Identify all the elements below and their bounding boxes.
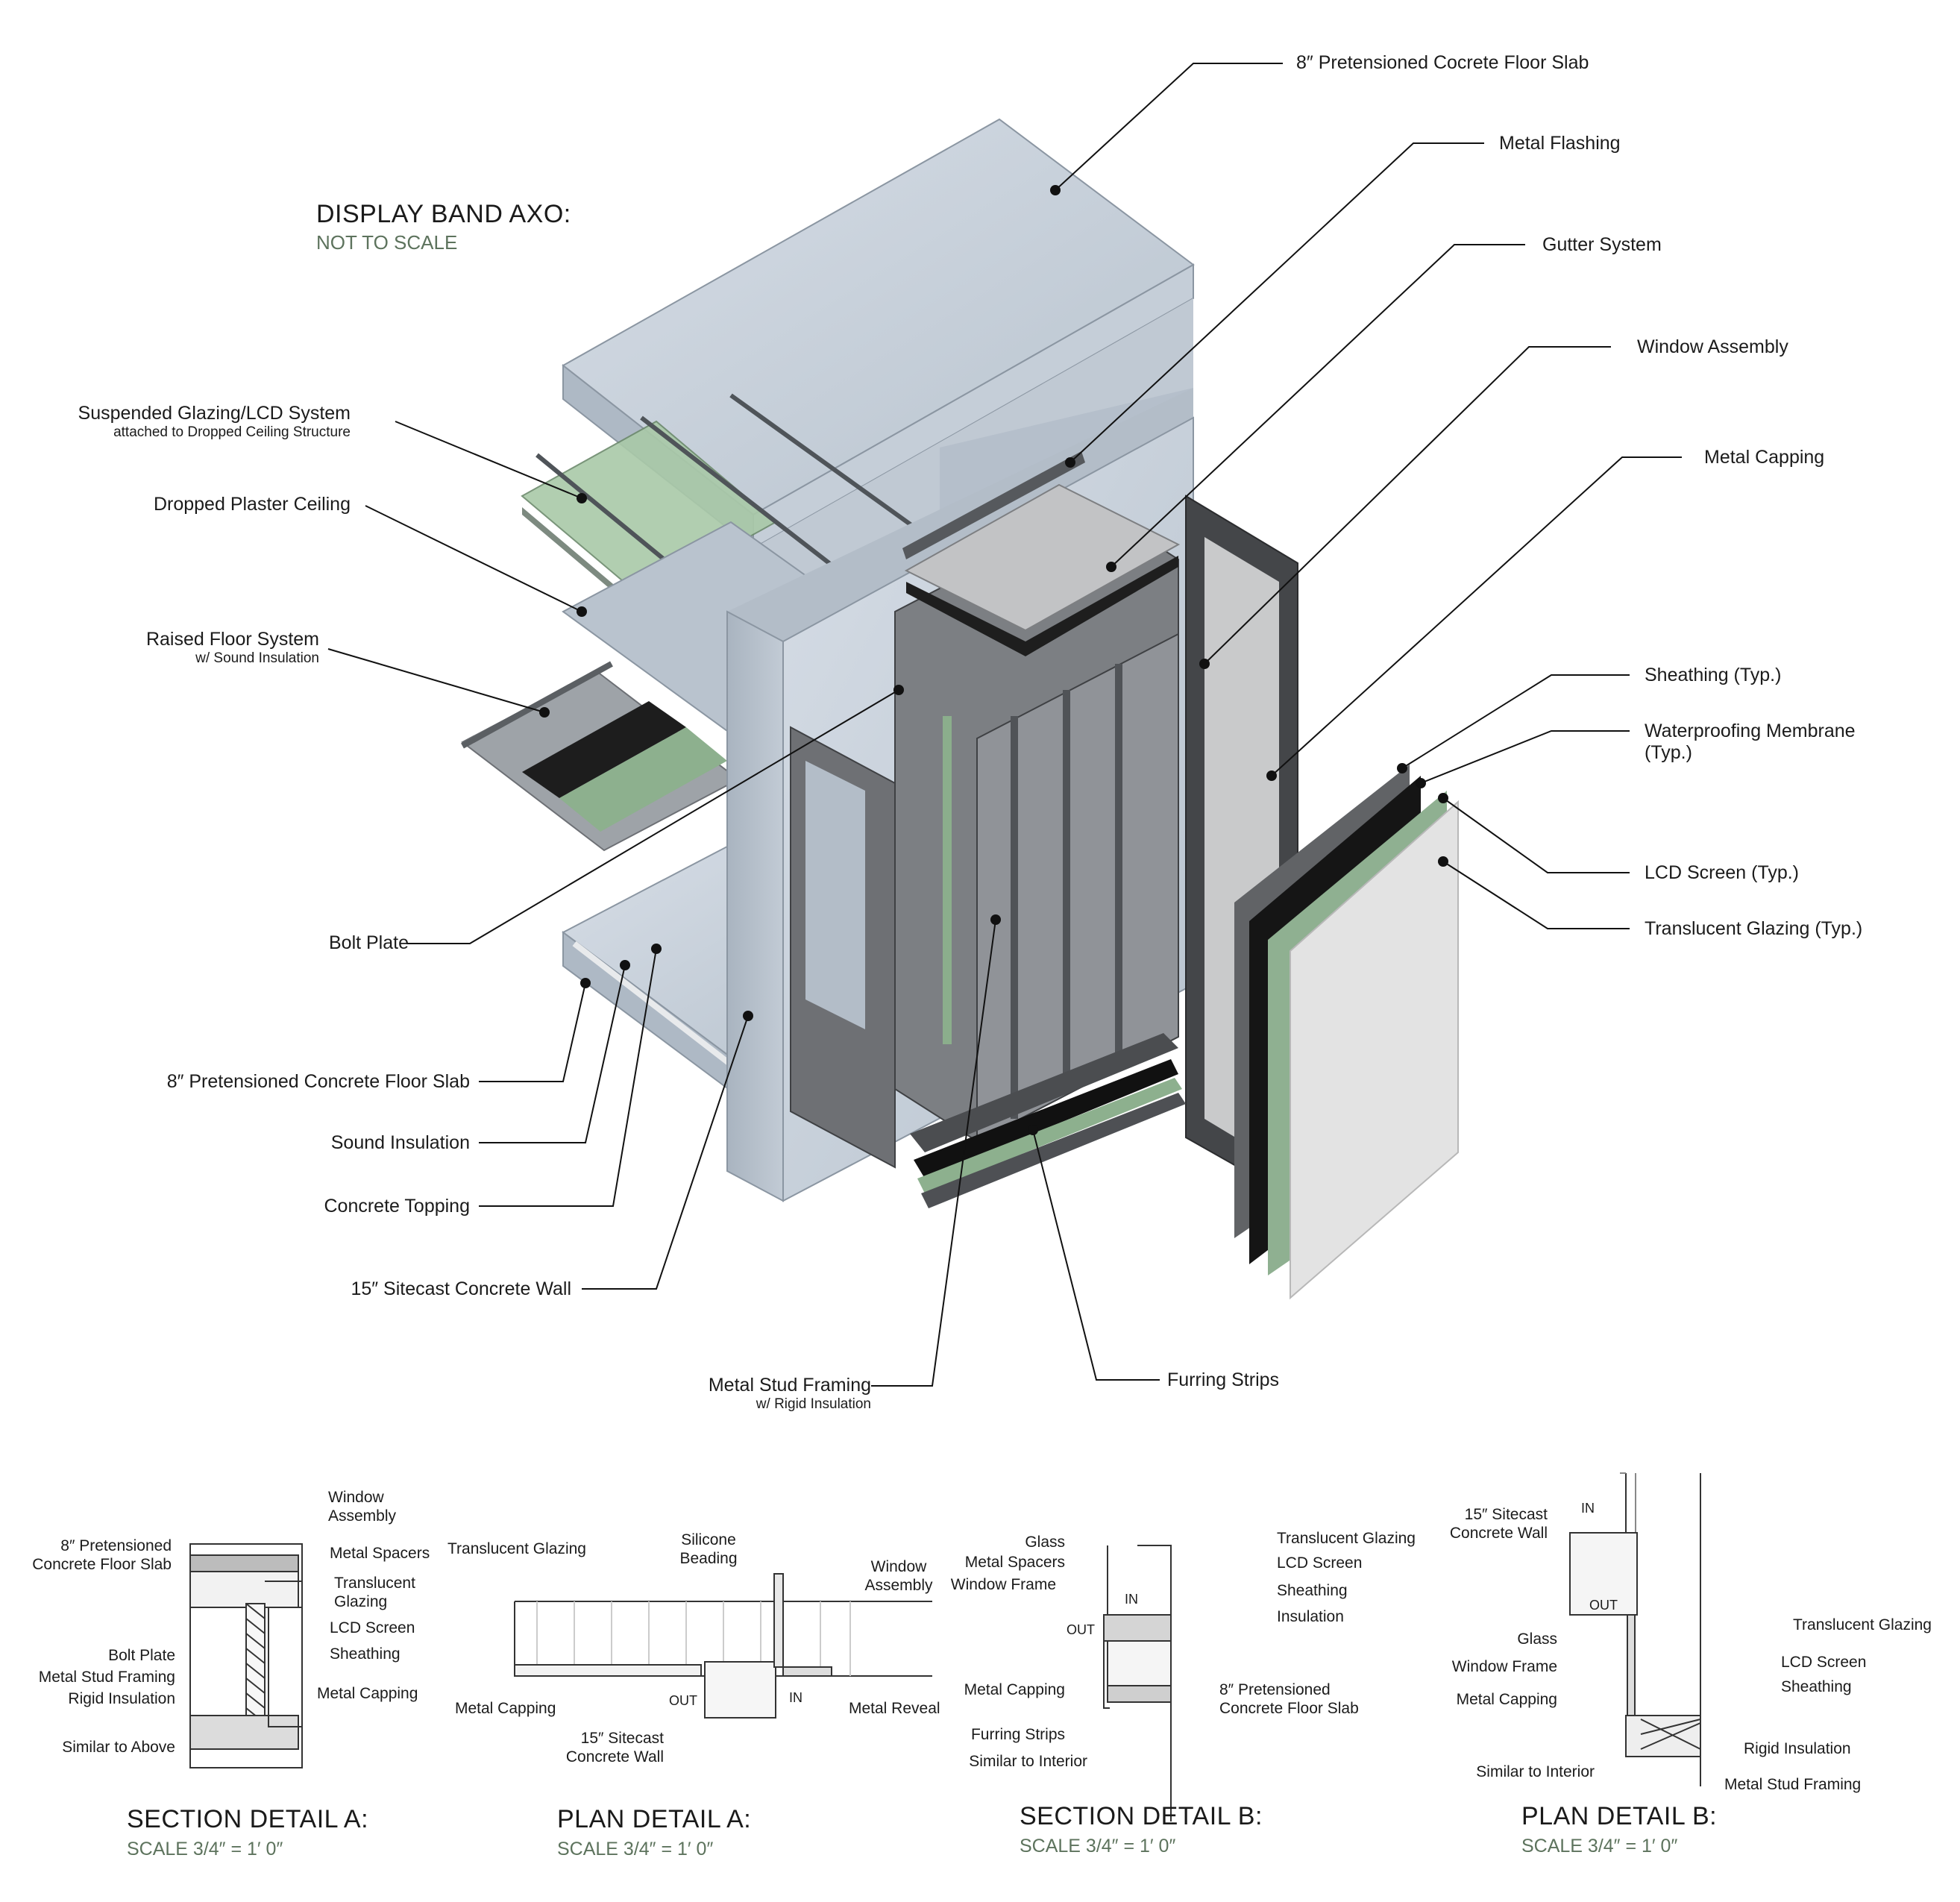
label-translucent-glazing: Translucent Glazing (Typ.)	[1645, 918, 1863, 939]
sdb-translucent-glazing: Translucent Glazing	[1277, 1530, 1416, 1547]
side-metal-capping	[790, 726, 896, 1169]
pdb-glass: Glass	[1517, 1630, 1557, 1648]
sda-scale: SCALE 3/4″ = 1′ 0″	[127, 1839, 283, 1859]
section-detail-a-drawing	[189, 1543, 303, 1768]
sdb-window-frame: Window Frame	[950, 1576, 1056, 1593]
pdb-window-frame: Window Frame	[1451, 1658, 1557, 1675]
sdb-title: SECTION DETAIL B:	[1020, 1802, 1263, 1830]
label-metal-flashing: Metal Flashing	[1499, 133, 1621, 154]
sda-metal-spacers: Metal Spacers	[330, 1545, 430, 1562]
label-metal-stud-framing: Metal Stud Framing w/ Rigid Insulation	[709, 1375, 871, 1413]
pdb-metal-capping: Metal Capping	[1456, 1691, 1557, 1708]
sda-window-assembly: Window Assembly	[328, 1489, 397, 1525]
label-waterproofing-membrane: Waterproofing Membrane (Typ.)	[1645, 721, 1856, 764]
label-dropped-plaster-ceiling: Dropped Plaster Ceiling	[153, 494, 351, 515]
label-waterproofing-sub: (Typ.)	[1645, 741, 1692, 763]
axo-leader-lines	[327, 63, 1682, 1387]
sdb-insulation: Insulation	[1277, 1608, 1344, 1625]
plan-detail-b-drawing	[1569, 1472, 1701, 1786]
metal-stud-framing	[894, 506, 1179, 1143]
pdb-sitecast-concrete-wall: 15″ Sitecast Concrete Wall	[1449, 1506, 1548, 1542]
pda-translucent-glazing: Translucent Glazing	[447, 1540, 586, 1557]
pda-title: PLAN DETAIL A:	[557, 1805, 752, 1833]
label-bolt-plate: Bolt Plate	[328, 932, 409, 953]
sdb-floor-slab: 8″ Pretensioned Concrete Floor Slab	[1219, 1681, 1359, 1718]
pdb-scale: SCALE 3/4″ = 1′ 0″	[1521, 1836, 1678, 1857]
sdb-similar-to-interior: Similar to Interior	[969, 1753, 1087, 1770]
label-metal-capping: Metal Capping	[1704, 447, 1825, 468]
raised-floor-system	[461, 661, 740, 852]
pda-silicone-beading: Silicone Beading	[679, 1531, 738, 1568]
pdb-lcd-screen: LCD Screen	[1781, 1654, 1867, 1671]
label-raised-floor-main: Raised Floor System	[145, 629, 319, 650]
pdb-similar-to-interior: Similar to Interior	[1476, 1763, 1595, 1780]
sda-translucent-glazing: Translucent Glazing	[334, 1575, 415, 1611]
plan-detail-a-drawing	[514, 1573, 932, 1719]
label-suspended-glazing: Suspended Glazing/LCD System attached to…	[78, 403, 351, 441]
label-gutter-system: Gutter System	[1542, 234, 1662, 255]
sda-metal-stud-framing: Metal Stud Framing	[38, 1669, 175, 1686]
label-sitecast-concrete-wall: 15″ Sitecast Concrete Wall	[351, 1278, 571, 1299]
section-detail-b-drawing	[1103, 1545, 1172, 1821]
sdb-glass: Glass	[1025, 1534, 1065, 1551]
pdb-metal-stud-framing: Metal Stud Framing	[1724, 1776, 1862, 1793]
pdb-rigid-insulation: Rigid Insulation	[1744, 1740, 1851, 1757]
pda-scale: SCALE 3/4″ = 1′ 0″	[557, 1839, 714, 1859]
pda-in-label: IN	[789, 1690, 802, 1705]
pdb-title: PLAN DETAIL B:	[1521, 1802, 1718, 1830]
label-suspended-glazing-main: Suspended Glazing/LCD System	[78, 403, 351, 424]
sdb-metal-capping: Metal Capping	[964, 1681, 1065, 1698]
sda-rigid-insulation: Rigid Insulation	[68, 1690, 175, 1707]
sdb-in-label: IN	[1125, 1592, 1138, 1607]
sdb-lcd-screen: LCD Screen	[1277, 1554, 1363, 1572]
label-suspended-glazing-sub: attached to Dropped Ceiling Structure	[113, 424, 351, 440]
label-lcd-screen: LCD Screen (Typ.)	[1645, 862, 1800, 883]
sda-bolt-plate: Bolt Plate	[108, 1647, 175, 1664]
sda-sheathing: Sheathing	[330, 1645, 401, 1663]
exterior-panel-layers	[1234, 765, 1459, 1300]
pda-metal-reveal: Metal Reveal	[849, 1700, 940, 1717]
label-window-assembly: Window Assembly	[1637, 336, 1788, 357]
sda-floor-slab: 8″ Pretensioned Concrete Floor Slab	[32, 1537, 172, 1574]
pda-sitecast-concrete-wall: 15″ Sitecast Concrete Wall	[565, 1730, 664, 1766]
pdb-out-label: OUT	[1589, 1598, 1618, 1613]
sdb-furring-strips: Furring Strips	[970, 1726, 1065, 1743]
label-waterproofing-main: Waterproofing Membrane	[1645, 721, 1856, 741]
sdb-scale: SCALE 3/4″ = 1′ 0″	[1020, 1836, 1176, 1857]
pdb-translucent-glazing: Translucent Glazing	[1793, 1616, 1932, 1633]
label-raised-floor-system: Raised Floor System w/ Sound Insulation	[146, 629, 319, 667]
pda-out-label: OUT	[669, 1693, 697, 1708]
bottom-panel-stack	[910, 1033, 1186, 1208]
label-metal-stud-sub: w/ Rigid Insulation	[756, 1396, 871, 1412]
sda-similar-to-above: Similar to Above	[62, 1739, 175, 1756]
sdb-sheathing: Sheathing	[1277, 1582, 1348, 1599]
axo-subtitle: NOT TO SCALE	[316, 231, 458, 254]
sda-metal-capping: Metal Capping	[317, 1685, 418, 1702]
label-floor-slab: 8″ Pretensioned Concrete Floor Slab	[166, 1071, 470, 1092]
label-sheathing: Sheathing (Typ.)	[1645, 665, 1782, 685]
pdb-sheathing: Sheathing	[1781, 1678, 1852, 1695]
label-raised-floor-sub: w/ Sound Insulation	[195, 650, 319, 666]
pda-window-assembly: Window Assembly	[864, 1558, 933, 1595]
sdb-metal-spacers: Metal Spacers	[964, 1554, 1065, 1571]
pdb-in-label: IN	[1581, 1501, 1595, 1516]
sdb-out-label: OUT	[1067, 1622, 1095, 1637]
label-top-floor-slab: 8″ Pretensioned Cocrete Floor Slab	[1296, 52, 1589, 73]
axo-leader-dots	[539, 185, 1448, 1135]
pda-metal-capping: Metal Capping	[455, 1700, 556, 1717]
label-metal-stud-main: Metal Stud Framing	[708, 1375, 871, 1396]
label-sound-insulation: Sound Insulation	[330, 1132, 470, 1153]
gutter-system	[902, 451, 1181, 656]
label-furring-strips: Furring Strips	[1167, 1369, 1280, 1390]
sda-lcd-screen: LCD Screen	[330, 1619, 415, 1636]
label-concrete-topping: Concrete Topping	[324, 1196, 470, 1217]
sda-title: SECTION DETAIL A:	[127, 1805, 369, 1833]
axo-title: DISPLAY BAND AXO:	[316, 200, 571, 228]
